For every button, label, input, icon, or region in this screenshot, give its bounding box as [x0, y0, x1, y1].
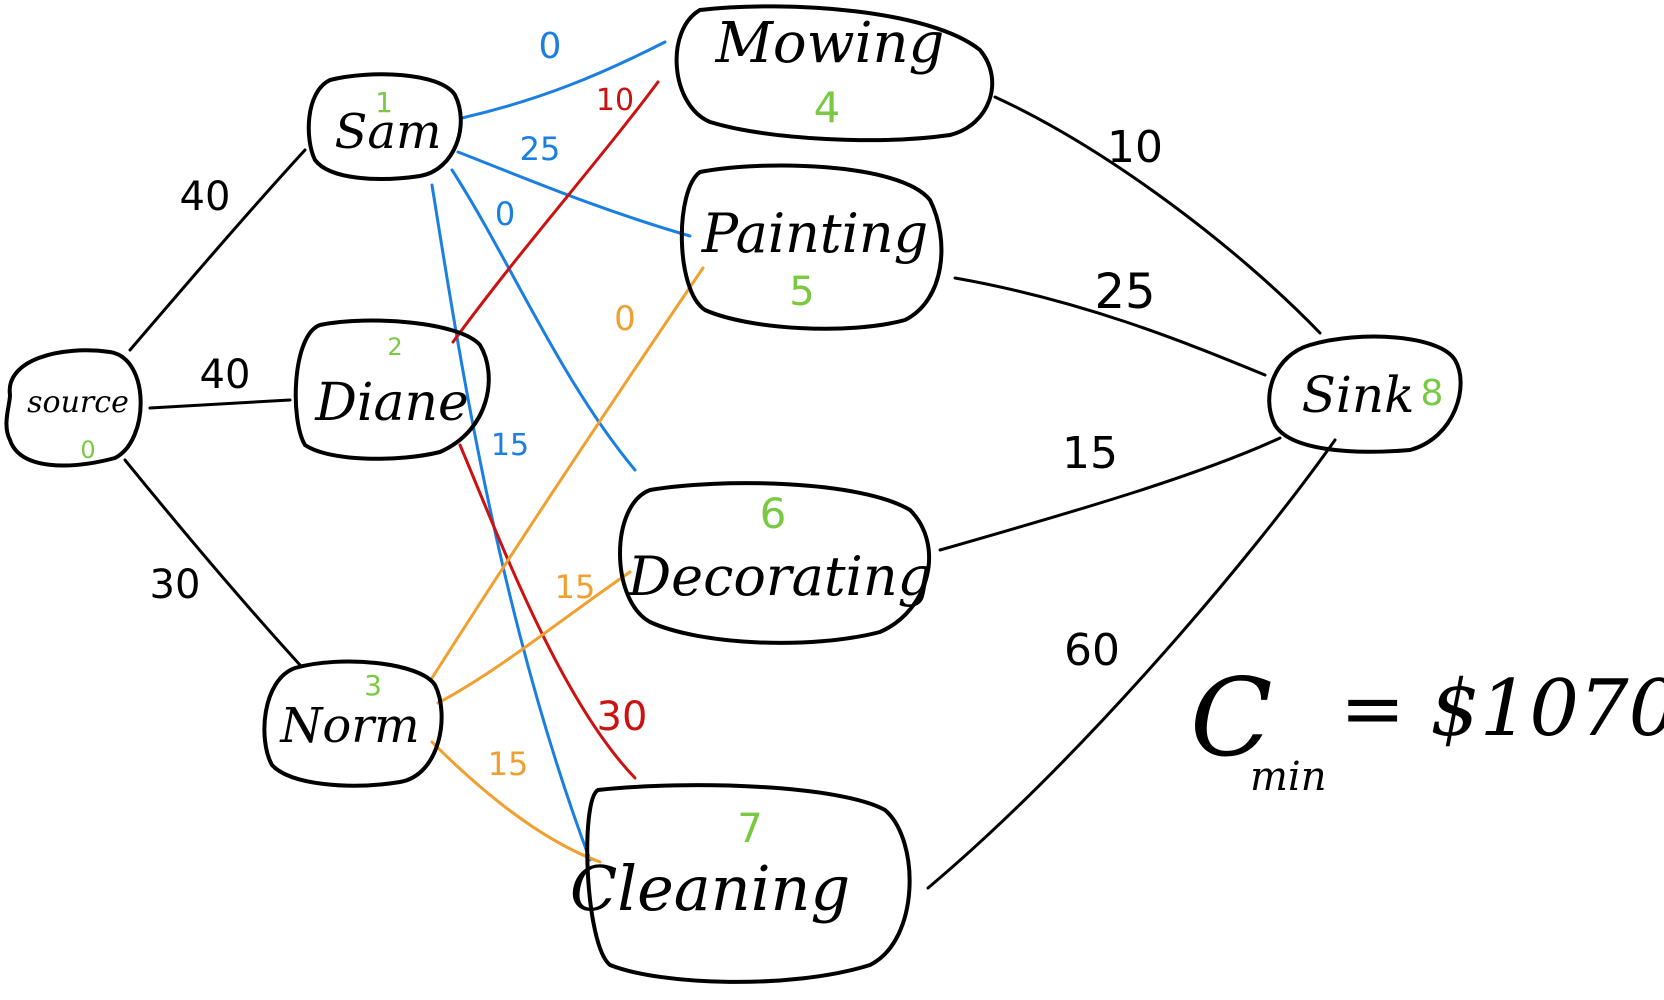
node-norm-label: Norm	[279, 698, 419, 754]
edge-source-norm	[123, 458, 302, 667]
edge-label-norm-painting: 0	[614, 299, 636, 339]
edge-label-decorating-sink: 15	[1062, 428, 1118, 479]
edge-norm-cleaning	[430, 740, 602, 864]
edge-label-sam-cleaning: 15	[491, 428, 529, 463]
edge-painting-sink	[953, 276, 1267, 377]
node-sink-label: Sink	[1302, 366, 1415, 424]
edge-sam-mowing	[460, 40, 667, 120]
node-sink: Sink 8	[1267, 334, 1463, 454]
node-source-index: 0	[80, 436, 95, 464]
node-mowing-label: Mowing	[715, 11, 945, 76]
node-painting-index: 5	[789, 269, 814, 315]
node-norm: Norm 3	[262, 659, 444, 788]
min-cost-value: = $1070	[1340, 664, 1664, 754]
node-diane-index: 2	[387, 333, 402, 361]
edge-label-source-diane: 40	[200, 352, 251, 398]
edge-norm-decorating	[436, 570, 632, 705]
node-source: source 0	[4, 348, 143, 468]
edge-label-cleaning-sink: 60	[1064, 625, 1120, 676]
edge-diane-mowing	[451, 80, 660, 344]
edge-diane-cleaning	[458, 443, 637, 780]
node-decorating-label: Decorating	[627, 545, 932, 608]
edge-label-painting-sink: 25	[1094, 264, 1155, 320]
node-norm-index: 3	[364, 669, 382, 702]
edge-source-diane	[148, 398, 292, 410]
edge-cleaning-sink	[926, 438, 1337, 890]
edge-label-diane-cleaning: 30	[597, 694, 648, 740]
edge-label-sam-mowing: 0	[539, 26, 562, 67]
node-cleaning-index: 7	[737, 806, 762, 852]
edge-label-sam-painting: 25	[520, 130, 561, 168]
node-decorating: Decorating 6	[618, 481, 932, 645]
edge-norm-painting	[430, 266, 705, 680]
min-cost-c: C	[1190, 656, 1273, 781]
node-sink-index: 8	[1421, 373, 1444, 414]
node-cleaning-label: Cleaning	[570, 852, 850, 925]
node-cleaning: Cleaning 7	[570, 783, 912, 984]
node-mowing: Mowing 4	[674, 4, 995, 143]
node-mowing-index: 4	[814, 83, 841, 132]
edge-label-norm-cleaning: 15	[488, 745, 529, 783]
edge-label-diane-mowing: 10	[596, 83, 634, 118]
edge-label-sam-decorating: 0	[495, 195, 515, 233]
node-source-label: source	[27, 385, 129, 420]
edge-decorating-sink	[938, 436, 1282, 552]
edge-source-sam	[128, 148, 307, 352]
node-painting-label: Painting	[701, 202, 928, 265]
edge-sam-painting	[456, 150, 692, 238]
node-diane: Diane 2	[293, 318, 491, 461]
node-diane-label: Diane	[314, 373, 469, 433]
min-cost-annotation: C min = $1070	[1190, 656, 1664, 800]
edge-label-norm-decorating: 15	[555, 568, 596, 606]
node-painting: Painting 5	[679, 163, 944, 331]
edge-label-source-sam: 40	[180, 174, 231, 220]
min-cost-subscript: min	[1250, 754, 1326, 800]
node-sam-label: Sam	[334, 104, 441, 160]
edge-label-source-norm: 30	[150, 562, 201, 608]
edge-sam-decorating	[450, 168, 637, 472]
node-sam-index: 1	[375, 86, 393, 119]
edge-mowing-sink	[993, 95, 1322, 335]
node-sam: Sam 1	[306, 72, 463, 181]
edge-label-mowing-sink: 10	[1107, 122, 1163, 173]
node-decorating-index: 6	[760, 489, 787, 538]
edge-sam-cleaning	[430, 183, 592, 862]
